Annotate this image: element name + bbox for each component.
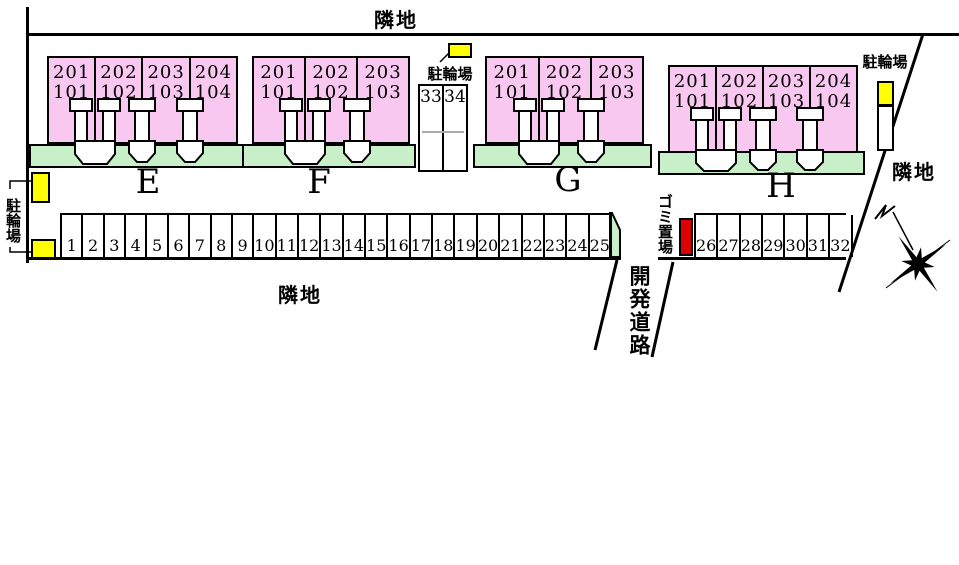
bicycle-parking-label-left: 駐輪場 (4, 197, 22, 243)
parking-stall: 27 (718, 215, 741, 257)
bicycle-parking-label-center: 駐輪場 (427, 65, 473, 83)
parking-stall: 12 (299, 215, 322, 257)
parking-stall: 3 (105, 215, 127, 257)
bicycle-parking-label-right: 駐輪場 (862, 53, 908, 71)
parking-stall: 1 (62, 215, 84, 257)
parking-stall: 13 (321, 215, 344, 257)
bike-stall-right (877, 105, 894, 151)
right-boundary-line (837, 33, 925, 293)
parking-stall: 8 (212, 215, 233, 257)
parking-stall: 17 (411, 215, 434, 257)
building-f-shape (242, 56, 416, 168)
parking-stall: 21 (500, 215, 523, 257)
bike-area-marker-center (448, 43, 472, 58)
parking-stall: 19 (455, 215, 478, 257)
building-g-shape (473, 56, 652, 168)
adjacent-land-label-top: 隣地 (374, 8, 418, 32)
garbage-area-label: ゴミ置場 (656, 194, 674, 254)
road-lines (593, 259, 675, 358)
parking-stall: 14 (344, 215, 367, 257)
parking-stall: 26 (696, 215, 719, 257)
bike-area-marker-left-lower (31, 239, 56, 259)
building-h-shape (658, 65, 865, 175)
bike-stall: 33 (420, 86, 444, 170)
garbage-box (679, 218, 693, 256)
building-e-shape (29, 56, 248, 168)
parking-stall: 11 (277, 215, 299, 257)
parking-stall: 23 (545, 215, 568, 257)
compass-rose-icon (874, 204, 951, 292)
bike-area-marker-left-upper (31, 172, 50, 203)
building-g-label: G (554, 160, 582, 200)
building-e-label: E (135, 162, 161, 202)
parking-stall: 2 (83, 215, 105, 257)
parking-stall: 18 (433, 215, 456, 257)
bike-stall: 34 (444, 87, 466, 107)
parking-stall: 24 (567, 215, 590, 257)
parking-stall: 32 (830, 215, 853, 257)
parking-stall: 31 (808, 215, 831, 257)
parking-stall: 22 (523, 215, 545, 257)
parking-stall: 4 (126, 215, 148, 257)
parking-stall: 7 (190, 215, 212, 257)
building-h-label: H (766, 166, 796, 206)
parking-stall: 15 (366, 215, 389, 257)
parking-stall: 29 (763, 215, 786, 257)
parking-stall: 16 (388, 215, 411, 257)
bike-stall-divider (422, 131, 464, 133)
label-connectors (9, 52, 450, 253)
bike-area-marker-right (877, 81, 894, 106)
parking-stall: 20 (478, 215, 501, 257)
building-f-label: F (307, 162, 331, 202)
parking-stall: 5 (147, 215, 169, 257)
parking-stall: 10 (254, 215, 277, 257)
adjacent-land-label-right: 隣地 (892, 160, 936, 184)
parking-stall: 9 (233, 215, 255, 257)
parking-stall: 28 (741, 215, 764, 257)
parking-stall: 30 (785, 215, 808, 257)
parking-stall: 25 (590, 215, 612, 257)
development-road-label: 開発道路 (627, 264, 651, 357)
parking-stall: 6 (169, 215, 191, 257)
adjacent-land-label-bottom: 隣地 (278, 283, 322, 307)
boundary-lines (26, 7, 959, 263)
